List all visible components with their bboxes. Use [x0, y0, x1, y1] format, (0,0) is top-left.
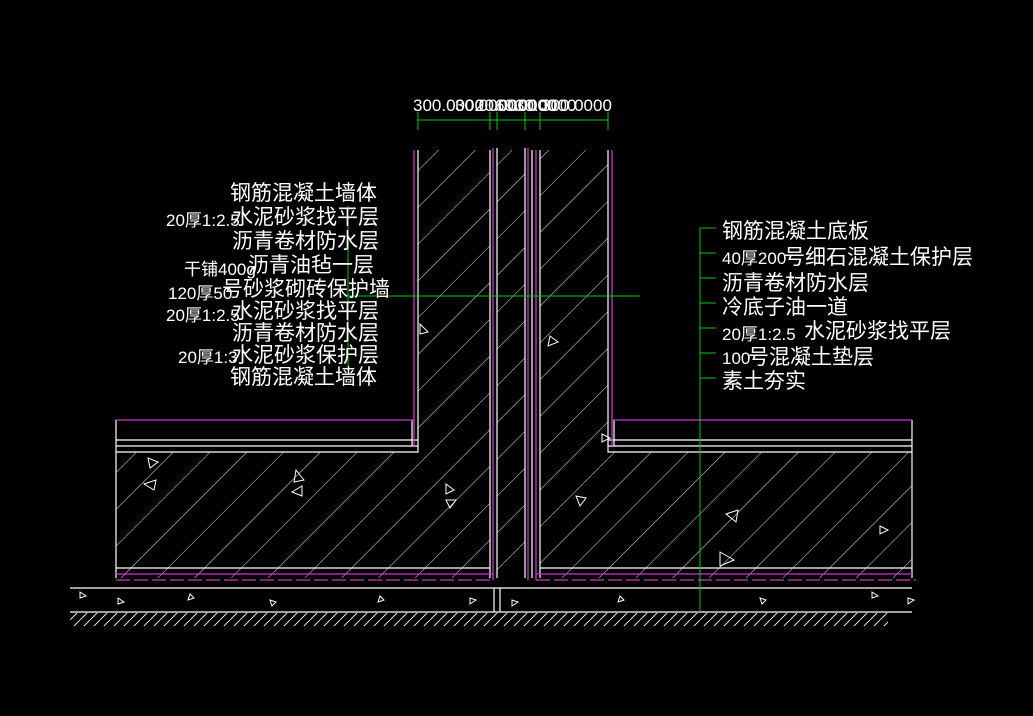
- left-callout-text: 水泥砂浆找平层: [232, 205, 379, 229]
- waterproof-membrane: [116, 148, 916, 581]
- left-callouts: 钢筋混凝土墙体 20厚1:2.5 水泥砂浆找平层 沥青卷材防水层 干铺400g …: [166, 181, 390, 389]
- left-callout-text: 号砂浆砌砖保护墙: [222, 277, 390, 301]
- dim-text-3: 20.0000: [475, 96, 536, 115]
- left-callout-9: 钢筋混凝土墙体: [230, 365, 377, 389]
- right-callout-text: 冷底子油一道: [722, 295, 848, 319]
- left-callout-text: 沥青卷材防水层: [232, 229, 379, 253]
- cushion-symbols: [79, 591, 916, 607]
- left-callout-num: 120厚50: [168, 284, 232, 303]
- right-callout-num: 20厚1:2.5: [722, 325, 796, 344]
- left-callout-8: 20厚1:3 水泥砂浆保护层: [178, 343, 379, 367]
- right-callout-3: 沥青卷材防水层: [722, 271, 869, 295]
- left-callout-text: 钢筋混凝土墙体: [230, 181, 377, 205]
- left-callout-text: 沥青油毡一层: [248, 253, 374, 277]
- right-callout-6: 100 号混凝土垫层: [722, 345, 874, 369]
- right-callout-2: 40厚200 号细石混凝土保护层: [722, 245, 973, 269]
- structure-outline: [70, 148, 913, 613]
- rammed-earth: [70, 613, 888, 626]
- leader-lines: [347, 206, 716, 612]
- dimension-lines: [417, 112, 609, 130]
- dim-text-5: 30.0000: [515, 96, 576, 115]
- right-callout-5: 20厚1:2.5 水泥砂浆找平层: [722, 319, 951, 344]
- dim-text-1: 300.0000: [413, 96, 484, 115]
- left-callout-4: 干铺400g 沥青油毡一层: [184, 253, 374, 279]
- right-callout-text: 素土夯实: [722, 369, 806, 393]
- left-callout-6: 20厚1:2.5 水泥砂浆找平层: [166, 299, 379, 325]
- left-callout-text: 沥青卷材防水层: [232, 321, 379, 345]
- left-callout-5: 120厚50 号砂浆砌砖保护墙: [168, 277, 390, 303]
- right-callout-text: 号细石混凝土保护层: [784, 245, 973, 269]
- left-callout-text: 钢筋混凝土墙体: [230, 365, 377, 389]
- dim-text-6: 300.0000: [541, 96, 612, 115]
- right-callout-num: 40厚200: [722, 249, 786, 268]
- right-callout-num: 100: [722, 349, 750, 368]
- right-callout-text: 号混凝土垫层: [748, 345, 874, 369]
- left-callout-num: 20厚1:2.5: [166, 306, 240, 325]
- right-callout-text: 钢筋混凝土底板: [722, 219, 869, 243]
- brick-wall-hatch: [497, 150, 525, 578]
- right-callouts: 钢筋混凝土底板 40厚200 号细石混凝土保护层 沥青卷材防水层 冷底子油一道 …: [722, 219, 973, 393]
- left-callout-text: 水泥砂浆保护层: [232, 343, 379, 367]
- left-callout-num: 20厚1:2.5: [166, 211, 240, 230]
- left-callout-7: 沥青卷材防水层: [232, 321, 379, 345]
- aggregate-symbols: [142, 322, 890, 567]
- dim-text-4: 60.0000: [495, 96, 556, 115]
- right-callout-4: 冷底子油一道: [722, 295, 848, 319]
- right-callout-7: 素土夯实: [722, 369, 806, 393]
- left-callout-text: 水泥砂浆找平层: [232, 299, 379, 323]
- right-callout-text: 沥青卷材防水层: [722, 271, 869, 295]
- right-callout-1: 钢筋混凝土底板: [722, 219, 869, 243]
- right-callout-text: 水泥砂浆找平层: [804, 319, 951, 343]
- dimension-texts: 300.0000 30.0000 20.0000 60.0000 30.0000…: [413, 96, 612, 115]
- left-callout-2: 20厚1:2.5 水泥砂浆找平层: [166, 205, 379, 230]
- left-callout-num: 20厚1:3: [178, 348, 238, 367]
- dim-text-2: 30.0000: [455, 96, 516, 115]
- left-callout-3: 沥青卷材防水层: [232, 229, 379, 253]
- left-callout-num: 干铺400g: [184, 260, 256, 279]
- left-callout-1: 钢筋混凝土墙体: [230, 181, 377, 205]
